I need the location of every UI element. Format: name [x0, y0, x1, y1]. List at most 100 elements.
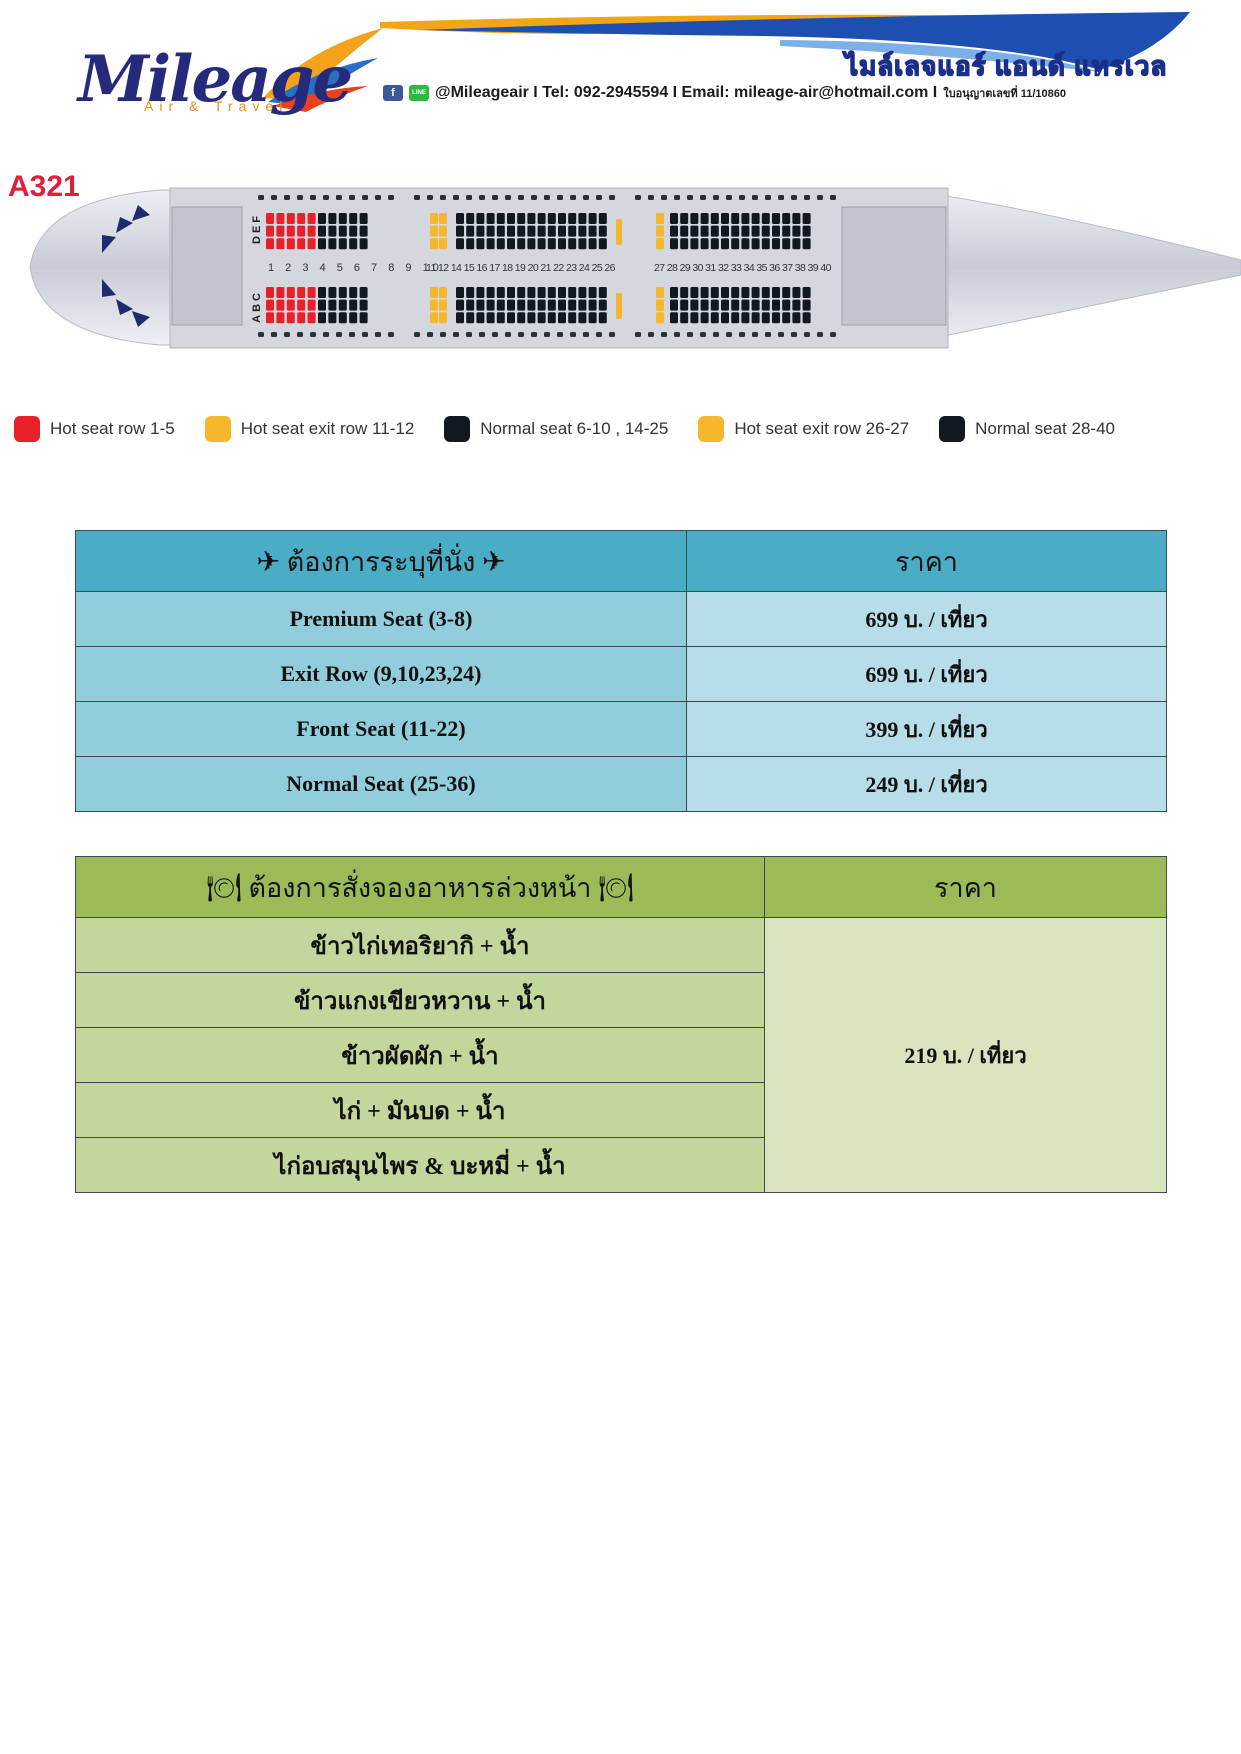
table-row[interactable]: ข้าวไก่เทอริยากิ + น้ำ 219 บ. / เที่ยว: [75, 917, 1167, 1193]
window: [778, 195, 784, 200]
seat: [741, 238, 750, 250]
seat: [307, 225, 316, 237]
seat: [328, 213, 337, 224]
legend-item: Hot seat exit row 26-27: [698, 416, 909, 442]
table-row[interactable]: ข้าวแกงเขียวหวาน + น้ำ: [75, 972, 1167, 1028]
seat: [670, 225, 678, 237]
seat: [656, 299, 664, 311]
window: [830, 195, 836, 200]
legend-swatch: [204, 416, 231, 442]
seat: [307, 213, 316, 224]
window: [726, 195, 732, 200]
seat-price: 399 บ. / เที่ยว: [686, 701, 1167, 757]
seat-price: 249 บ. / เที่ยว: [686, 756, 1167, 812]
seat: [751, 299, 760, 311]
meal-price: 219 บ. / เที่ยว: [764, 917, 1167, 1193]
legend-item: Normal seat 28-40: [939, 416, 1115, 442]
seat: [486, 238, 495, 250]
window: [505, 332, 511, 337]
window: [479, 195, 485, 200]
seat: [276, 312, 285, 324]
window: [583, 332, 589, 337]
seat: [568, 213, 577, 224]
table-row[interactable]: Front Seat (11-22) 399 บ. / เที่ยว: [75, 701, 1167, 757]
seat: [751, 287, 760, 298]
logo-subtitle: Air & Travel: [144, 98, 289, 114]
seat: [772, 238, 780, 250]
window: [557, 195, 563, 200]
window: [752, 195, 758, 200]
table-row[interactable]: Premium Seat (3-8) 699 บ. / เที่ยว: [75, 591, 1167, 647]
window: [310, 332, 316, 337]
seat: [266, 238, 274, 250]
window: [765, 195, 771, 200]
window: [557, 332, 563, 337]
table-row[interactable]: Normal Seat (25-36) 249 บ. / เที่ยว: [75, 756, 1167, 812]
window: [440, 195, 446, 200]
seat: [761, 225, 770, 237]
seat: [286, 299, 295, 311]
seat: [547, 225, 556, 237]
seat: [430, 213, 438, 224]
seat: [568, 312, 577, 324]
seat: [792, 312, 801, 324]
seat: [359, 213, 368, 224]
table-row[interactable]: Exit Row (9,10,23,24) 699 บ. / เที่ยว: [75, 646, 1167, 702]
seat: [558, 225, 566, 237]
window: [453, 195, 459, 200]
window: [752, 332, 758, 337]
seat-type: Exit Row (9,10,23,24): [75, 646, 687, 702]
seat: [349, 238, 358, 250]
seat: [307, 299, 316, 311]
contact-text: @Mileageair I Tel: 092-2945594 I Email: …: [435, 84, 938, 101]
seat: [710, 213, 719, 224]
window: [518, 195, 524, 200]
line-icon[interactable]: LINE: [409, 85, 429, 101]
seat: [476, 312, 485, 324]
window: [414, 332, 420, 337]
seat: [338, 299, 347, 311]
window: [544, 332, 550, 337]
seat: [286, 312, 295, 324]
window: [713, 332, 719, 337]
window: [466, 332, 472, 337]
meal-item: ข้าวผัดผัก + น้ำ: [75, 1027, 765, 1083]
seat: [772, 299, 780, 311]
seat: [537, 213, 546, 224]
seat: [496, 213, 505, 224]
seat-letters-top: DEF: [251, 213, 263, 244]
seat: [318, 287, 326, 298]
table-row[interactable]: ไก่อบสมุนไพร & บะหมี่ + น้ำ: [75, 1137, 1167, 1193]
seat: [318, 225, 326, 237]
seat: [286, 225, 295, 237]
seat: [328, 287, 337, 298]
seat: [741, 312, 750, 324]
seat: [507, 299, 515, 311]
table-row[interactable]: ข้าวผัดผัก + น้ำ: [75, 1027, 1167, 1083]
seat: [731, 299, 740, 311]
seat: [731, 287, 740, 298]
seat: [802, 312, 811, 324]
seat: [588, 238, 597, 250]
seat: [266, 312, 274, 324]
seat: [466, 225, 475, 237]
seat: [338, 238, 347, 250]
seat: [547, 238, 556, 250]
legend-swatch: [939, 416, 966, 442]
facebook-icon[interactable]: f: [383, 85, 403, 101]
seat: [507, 238, 515, 250]
seat: [656, 312, 664, 324]
seat: [349, 299, 358, 311]
seat: [466, 299, 475, 311]
seat: [456, 312, 464, 324]
window: [297, 195, 303, 200]
seat: [558, 287, 566, 298]
seat: [318, 238, 326, 250]
seat: [318, 213, 326, 224]
seat: [598, 299, 607, 311]
table-row[interactable]: ไก่ + มันบด + น้ำ: [75, 1082, 1167, 1138]
row-numbers-rear: 27 28 29 30 31 32 33 34 35 36 37 38 39 4…: [654, 262, 831, 274]
window: [687, 195, 693, 200]
seat: [700, 213, 709, 224]
seat: [507, 225, 515, 237]
